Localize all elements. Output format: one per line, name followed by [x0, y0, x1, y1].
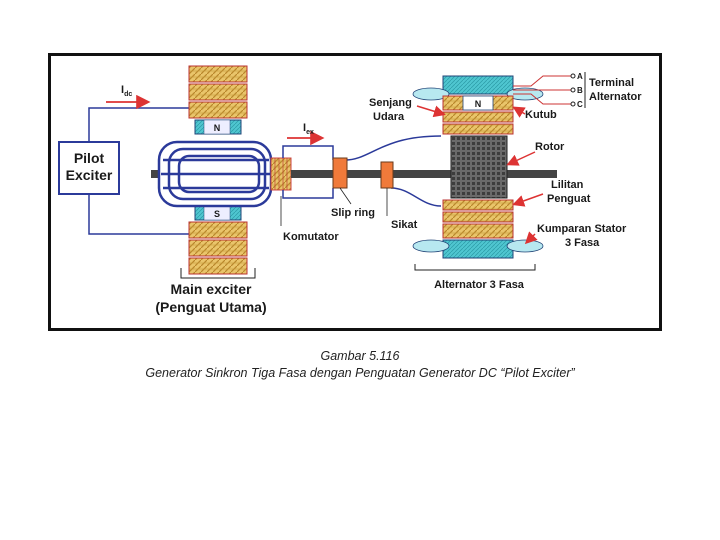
current-ex: Iex — [287, 122, 325, 146]
terminal-label-2: Alternator — [589, 91, 642, 103]
terminal-a-label: A — [577, 72, 583, 81]
main-exciter-bottom-pole: S — [180, 205, 256, 279]
caption-text: Generator Sinkron Tiga Fasa dengan Pengu… — [145, 366, 575, 380]
rotor-arrow — [506, 151, 536, 166]
main-exciter-top-pole: N — [188, 65, 248, 135]
senjang-label-2: Udara — [373, 111, 405, 123]
kumparan-label-2: 3 Fasa — [565, 237, 600, 249]
alternator-bottom-stator — [412, 199, 544, 271]
kumparan-arrow — [524, 231, 538, 245]
shaft — [291, 170, 557, 178]
main-exciter-label-1: Main exciter — [171, 281, 252, 297]
stator-coil-end-bottom-right — [506, 239, 544, 253]
current-dc: Idc — [106, 84, 151, 110]
generator-diagram: Pilot Exciter Idc N S — [58, 65, 642, 315]
current-ex-label: Iex — [303, 122, 314, 136]
pole-n-label: N — [214, 123, 221, 133]
senjang-label-1: Senjang — [369, 97, 412, 109]
stator-coil-end-top-left — [412, 87, 450, 101]
terminal-alternator: A B C Terminal Alternator — [513, 72, 642, 109]
kumparan-label-1: Kumparan Stator — [537, 223, 627, 235]
pilot-exciter: Pilot Exciter — [58, 141, 120, 195]
alternator-label: Alternator 3 Fasa — [434, 279, 525, 291]
komutator-label: Komutator — [283, 231, 339, 243]
pilot-exciter-label-2: Exciter — [66, 167, 113, 183]
lilitan-label-1: Lilitan — [551, 179, 584, 191]
terminal-c-label: C — [577, 100, 583, 109]
alternator-rotor — [450, 135, 508, 199]
current-dc-label: Idc — [121, 84, 132, 98]
rotor-label: Rotor — [535, 141, 565, 153]
kutub-arrow — [512, 106, 526, 118]
pilot-exciter-label-1: Pilot — [74, 150, 105, 166]
senjang-arrow — [416, 105, 446, 118]
slip-ring-label: Slip ring — [331, 207, 375, 219]
slip-rings: Slip ring Sikat — [331, 157, 418, 231]
exciter-wires — [282, 135, 442, 207]
main-exciter-armature — [151, 140, 273, 208]
stator-coil-end-bottom-left — [412, 239, 450, 253]
terminal-b-label: B — [577, 86, 583, 95]
sikat-label: Sikat — [391, 219, 418, 231]
lilitan-arrow — [512, 193, 544, 207]
terminal-label-1: Terminal — [589, 77, 634, 89]
pilot-wires — [88, 107, 189, 235]
lilitan-label-2: Penguat — [547, 193, 591, 205]
rotor-pole-n-label: N — [475, 99, 482, 109]
alternator-top-stator: N — [412, 75, 544, 135]
commutator: Komutator — [270, 157, 339, 243]
caption-title: Gambar 5.116 — [320, 349, 400, 363]
kutub-label: Kutub — [525, 109, 557, 121]
diagram-frame: Pilot Exciter Idc N S — [48, 53, 662, 331]
pole-s-label: S — [214, 209, 220, 219]
main-exciter-label-2: (Penguat Utama) — [155, 299, 266, 315]
